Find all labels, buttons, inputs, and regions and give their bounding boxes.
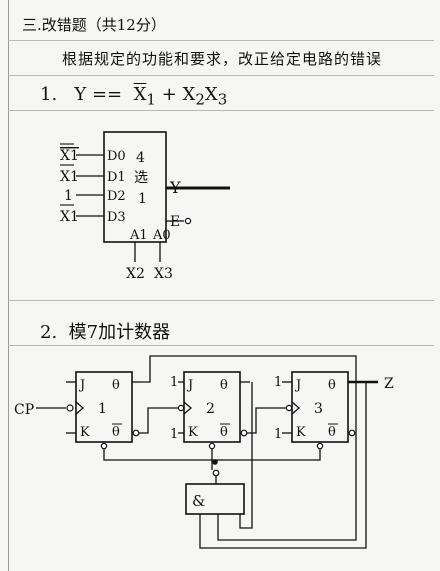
ruled-line: [8, 75, 434, 76]
formula-tail-sub: 3: [217, 90, 228, 109]
ruled-line: [8, 345, 434, 346]
mux-label-line3: 1: [138, 191, 147, 207]
svg-text:θ: θ: [328, 425, 336, 440]
ff2-j-const: 1: [170, 375, 178, 390]
instruction-text: 根据规定的功能和要求，改正给定电路的错误: [62, 50, 383, 68]
flipflop-2-index: 2: [206, 401, 215, 417]
svg-text:J: J: [186, 378, 193, 393]
svg-text:θ: θ: [328, 378, 336, 393]
mux-select-a0: A0: [152, 228, 171, 243]
ruled-line: [8, 300, 434, 301]
mux-pin-d0: D0: [107, 149, 126, 164]
flipflop-1: [75, 371, 133, 443]
mux-diagram: X1 X1 1 X1 D0 D1 D2 D3 4 选 1 Y E A1 A0 X…: [60, 131, 230, 282]
formula-rest: + X: [161, 84, 196, 105]
mux-label-line1: 4: [136, 150, 145, 166]
svg-text:J: J: [78, 378, 85, 393]
mux-select-input-x2: X2: [126, 266, 145, 282]
clock-triangle-2: [183, 401, 192, 415]
mux-label-line2: 选: [134, 170, 148, 186]
mux-pin-d2: D2: [107, 189, 126, 204]
mux-select-a1: A1: [129, 228, 148, 243]
ff3-j-const: 1: [274, 375, 282, 390]
ff2-k-const: 1: [170, 427, 178, 442]
flipflop-3-index: 3: [314, 401, 323, 417]
svg-text:K: K: [296, 425, 306, 440]
mux-pin-d3: D3: [107, 210, 126, 225]
svg-text:K: K: [188, 425, 198, 440]
mux-enable-label: E: [170, 214, 180, 230]
mux-input-3-label: X1: [60, 209, 79, 225]
svg-text:J: J: [294, 378, 301, 393]
formula-bar-sub: 1: [146, 90, 156, 109]
clock-input-label: CP: [14, 402, 34, 418]
ff3-k-const: 1: [274, 427, 282, 442]
formula-tail: X: [204, 84, 218, 105]
svg-text:θ: θ: [112, 425, 120, 440]
formula-bar-term: X: [133, 84, 147, 105]
mux-input-1-label: X1: [60, 169, 79, 185]
svg-text:K: K: [80, 425, 90, 440]
flipflop-1-index: 1: [98, 401, 107, 417]
mux-enable-bubble: [184, 217, 192, 225]
and-gate-label: &: [192, 492, 205, 510]
problem1-number: 1.: [40, 84, 58, 105]
svg-text:θ: θ: [220, 425, 228, 440]
svg-text:θ: θ: [220, 378, 228, 393]
problem2-heading: 2. 模7加计数器: [40, 318, 170, 344]
mux-pin-d1: D1: [107, 170, 126, 185]
formula-rest-sub: 2: [195, 90, 205, 109]
mux-input-2-label: 1: [64, 188, 73, 204]
problem2-title: 模7加计数器: [68, 322, 171, 343]
and-gate: [185, 483, 245, 515]
output-z-label: Z: [384, 376, 394, 392]
clock-triangle-3: [291, 401, 300, 415]
mux-input-0-label: X1: [60, 148, 79, 164]
formula-lhs: Y ==: [74, 84, 123, 105]
problem2-number: 2.: [40, 322, 58, 343]
margin-line: [8, 0, 9, 571]
problem1-formula: 1. Y == X1 + X2X3: [40, 84, 227, 109]
ruled-line: [8, 110, 434, 111]
clock-bubble-1: [66, 404, 74, 412]
section-title: 三.改错题（共12分）: [22, 16, 166, 34]
clock-triangle-1: [75, 401, 84, 415]
ruled-line: [8, 40, 434, 41]
svg-text:θ: θ: [112, 378, 120, 393]
mux-select-input-x3: X3: [154, 266, 173, 282]
